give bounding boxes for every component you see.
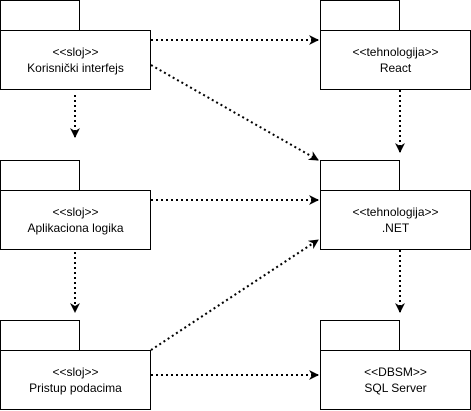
package-stereotype: <<DBSM>> [364, 365, 427, 379]
package-stereotype: <<tehnologija>> [352, 205, 439, 219]
package-logic[interactable]: <<sloj>> Aplikaciona logika [0, 190, 151, 250]
dependency-arrow-ui-dotnet [150, 64, 319, 161]
package-name: Aplikaciona logika [27, 221, 124, 235]
package-tab-logic [0, 160, 80, 191]
package-tab-dotnet [320, 160, 400, 191]
package-data[interactable]: <<sloj>> Pristup podacima [0, 350, 151, 410]
package-name: .NET [381, 221, 410, 235]
package-name: SQL Server [364, 381, 427, 395]
package-name: React [379, 61, 412, 75]
package-name: Korisnički interfejs [27, 61, 124, 75]
package-stereotype: <<tehnologija>> [352, 45, 439, 59]
package-sql[interactable]: <<DBSM>> SQL Server [320, 350, 471, 410]
package-name: Pristup podacima [29, 381, 122, 395]
package-tab-ui [0, 0, 80, 31]
package-tab-react [320, 0, 400, 31]
package-stereotype: <<sloj>> [52, 205, 99, 219]
package-react[interactable]: <<tehnologija>> React [320, 30, 471, 90]
package-stereotype: <<sloj>> [52, 365, 99, 379]
package-stereotype: <<sloj>> [52, 45, 99, 59]
package-dotnet[interactable]: <<tehnologija>> .NET [320, 190, 471, 250]
package-tab-sql [320, 320, 400, 351]
dependency-arrow-data-dotnet [150, 239, 319, 351]
package-ui[interactable]: <<sloj>> Korisnički interfejs [0, 30, 151, 90]
package-tab-data [0, 320, 80, 351]
